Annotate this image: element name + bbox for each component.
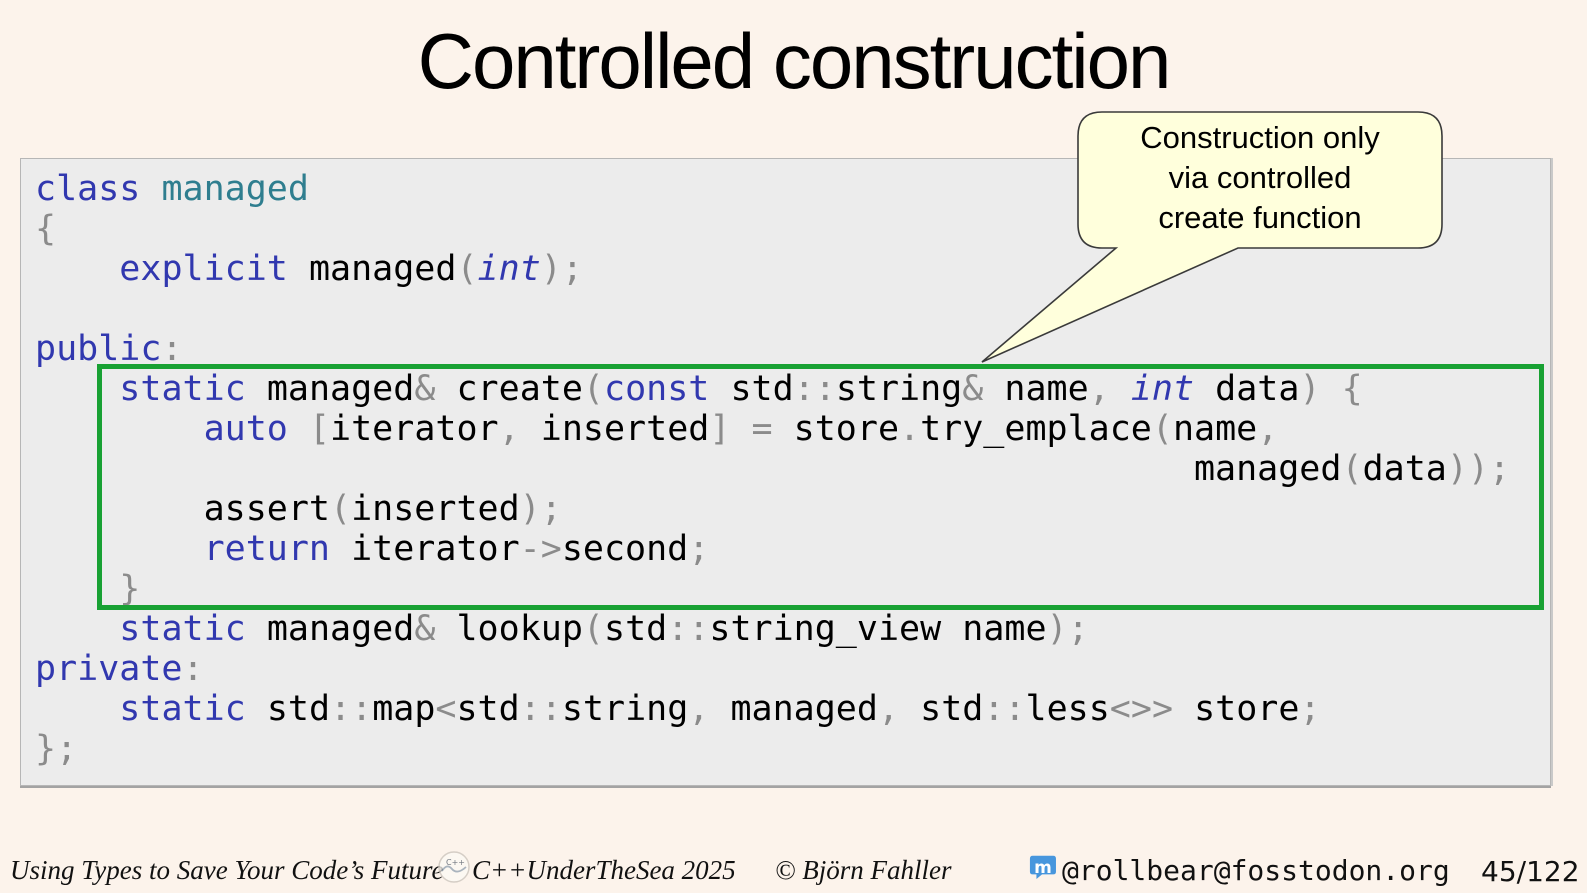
conference-name: C++UnderTheSea 2025 <box>472 855 736 885</box>
mastodon-icon: m <box>1029 855 1056 880</box>
code-line: } <box>119 569 141 609</box>
code-line: auto [iterator, inserted] = store.try_em… <box>203 409 1279 449</box>
callout-line: via controlled <box>1168 160 1352 195</box>
code-line: managed(data)); <box>1193 449 1511 489</box>
code-line: public: <box>35 329 183 369</box>
callout-line: Construction only <box>1140 120 1380 155</box>
code-line: class managed <box>35 169 309 209</box>
code-line: private: <box>35 649 204 689</box>
page-indicator: 45/122 <box>1481 855 1580 888</box>
code-line: assert(inserted); <box>203 489 562 529</box>
copyright: © Björn Fahller <box>775 855 952 885</box>
code-line <box>35 289 1550 329</box>
svg-text:m: m <box>1034 858 1052 878</box>
code-line: { <box>35 209 57 249</box>
code-line: }; <box>35 729 78 769</box>
mastodon-handle: @rollbear@fosstodon.org <box>1062 854 1450 887</box>
code-line: explicit managed(int); <box>119 249 583 289</box>
slide-title: Controlled construction <box>417 17 1172 105</box>
callout-text: Construction only via controlled create … <box>1078 118 1442 238</box>
footer: Using Types to Save Your Code’s Future C… <box>0 846 1587 893</box>
svg-text:C++: C++ <box>446 858 465 867</box>
code-panel: class managed{ explicit managed(int); pub… <box>20 158 1551 786</box>
code-line: static managed& lookup(std::string_view … <box>119 609 1089 649</box>
callout-line: create function <box>1158 200 1362 235</box>
conference-wave-icon: C++ <box>438 851 470 883</box>
code-line: static std::map<std::string, managed, st… <box>119 689 1321 729</box>
code-listing: class managed{ explicit managed(int); pub… <box>35 169 1550 769</box>
presentation-title: Using Types to Save Your Code’s Future <box>10 855 444 885</box>
code-line: static managed& create(const std::string… <box>119 369 1363 409</box>
code-line: return iterator->second; <box>203 529 710 569</box>
